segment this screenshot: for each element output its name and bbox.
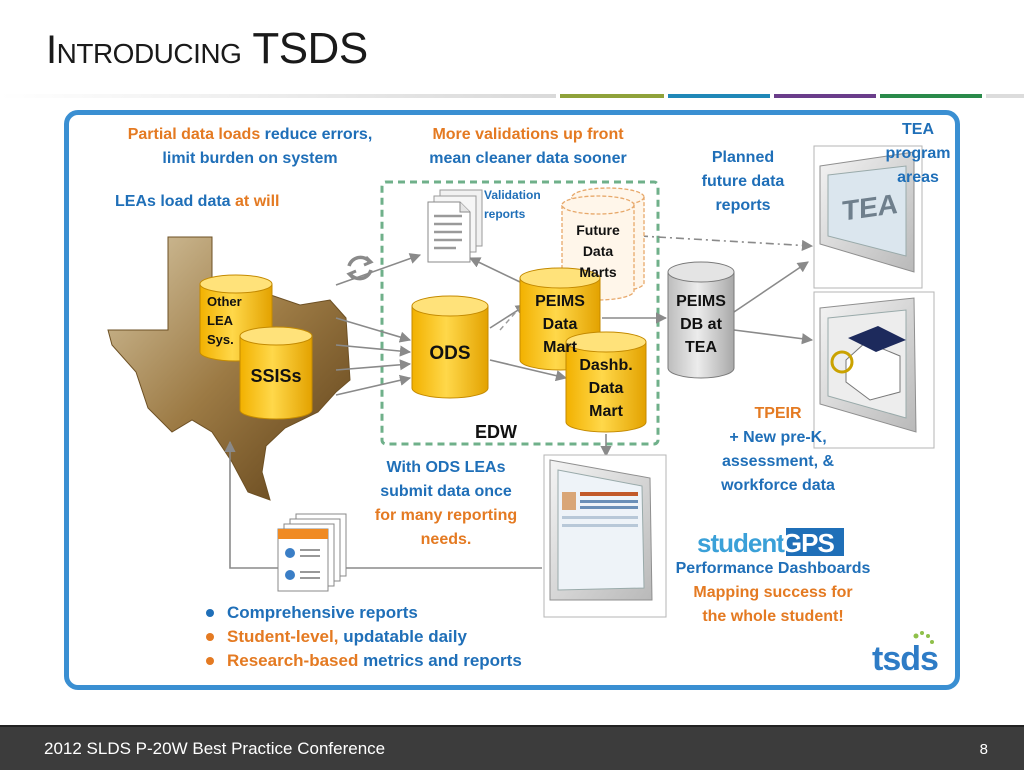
dashboards-line1: Performance Dashboards: [675, 560, 871, 577]
dashb-mart-line2: Data: [588, 380, 624, 397]
tsds-logo: tsds: [872, 640, 939, 678]
tea-programs-line2: program: [885, 145, 951, 162]
ods-note-line1: With ODS LEAs: [386, 459, 506, 476]
page-title: Introducing TSDS: [46, 24, 368, 74]
student-gps-logo: studentGPS: [697, 528, 835, 559]
refresh-icon: [346, 255, 374, 281]
bullet2-emph: Student-level,: [227, 627, 344, 646]
tpeir-note: TPEIR + New pre-K, assessment, & workfor…: [708, 402, 848, 498]
dashboards-line2: Mapping success for: [693, 584, 853, 601]
validation-label-line1: Validation: [484, 188, 541, 202]
partial-loads-tail: reduce errors,: [260, 126, 373, 143]
page-number: 8: [979, 741, 988, 758]
other-lea-line1: Other: [207, 294, 242, 309]
ods-note-line2: submit data once: [380, 483, 512, 500]
validations-line2: mean cleaner data sooner: [429, 150, 627, 167]
partial-loads-emph: Partial data loads: [127, 126, 261, 143]
tsds-logo-dots: [913, 631, 934, 644]
title-rule-gray: [0, 94, 556, 98]
ods-note: With ODS LEAs submit data once for many …: [360, 456, 532, 552]
student-reports-icon: [277, 513, 347, 592]
peims-mart-label: PEIMS Data Mart: [520, 290, 600, 359]
tea-programs-line1: TEA: [902, 121, 934, 138]
peims-mart-line3: Mart: [543, 339, 577, 356]
tpeir-line3: workforce data: [721, 477, 835, 494]
tpeir-line2: assessment, &: [721, 453, 835, 470]
dashb-mart-line1: Dashb.: [579, 357, 633, 374]
tea-screen-label: TEA: [842, 187, 898, 227]
tea-programs-line3: areas: [897, 169, 939, 186]
future-marts-label: Future Data Marts: [562, 220, 634, 283]
other-lea-label: Other LEA Sys.: [207, 292, 242, 349]
dashb-mart-line3: Mart: [589, 403, 623, 420]
title-acronym: TSDS: [252, 24, 368, 73]
planned-line2: future data: [701, 173, 785, 190]
tpeir-line1: + New pre-K,: [729, 429, 827, 446]
ods-note-line4: needs.: [420, 531, 472, 548]
peims-db-line2: DB at: [680, 316, 722, 333]
edw-label: EDW: [475, 422, 517, 442]
title-rule-blue: [668, 94, 770, 98]
bullet3-emph: Research-based: [227, 651, 359, 670]
ssiss-label: SSISs: [250, 366, 302, 386]
other-lea-line2: LEA: [207, 313, 233, 328]
validation-reports-label: Validation reports: [484, 186, 541, 224]
validations-note: More validations up front mean cleaner d…: [408, 123, 648, 171]
feature-bullets: Comprehensive reports Student-level, upd…: [206, 601, 522, 673]
future-marts-line3: Marts: [579, 264, 617, 280]
footer-text: 2012 SLDS P-20W Best Practice Conference: [44, 739, 386, 758]
leas-load-text: LEAs load data: [115, 193, 236, 210]
leas-load-emph: at will: [235, 193, 280, 210]
tpeir-monitor-icon: [813, 291, 935, 449]
bullet3-tail: metrics and reports: [358, 651, 522, 670]
peims-mart-line1: PEIMS: [535, 293, 585, 310]
bullet-student-level: Student-level, updatable daily: [206, 625, 522, 649]
bullet-research-based: Research-based metrics and reports: [206, 649, 522, 673]
dashb-mart-label: Dashb. Data Mart: [566, 354, 646, 423]
validation-reports-icon: [427, 189, 483, 263]
leas-load-note: LEAs load data at will: [115, 190, 279, 214]
tea-programs-note: TEA program areas: [880, 118, 956, 190]
planned-line3: reports: [715, 197, 771, 214]
future-marts-line1: Future: [576, 222, 620, 238]
planned-reports-note: Planned future data reports: [688, 146, 798, 218]
title-rule-darkgreen: [880, 94, 982, 98]
tpeir-title: TPEIR: [754, 405, 802, 422]
peims-db-line3: TEA: [685, 339, 717, 356]
validations-line1: More validations up front: [432, 126, 624, 143]
title-prefix: Introducing: [46, 28, 242, 72]
dashboard-monitor-icon: [543, 454, 667, 618]
partial-loads-line2: limit burden on system: [162, 150, 338, 167]
gps-badge: [786, 528, 844, 556]
student-gps-acronym: GPS: [781, 528, 835, 558]
peims-mart-line2: Data: [542, 316, 578, 333]
slide-footer: 2012 SLDS P-20W Best Practice Conference…: [0, 725, 1024, 770]
bullet-comprehensive: Comprehensive reports: [206, 601, 522, 625]
planned-line1: Planned: [711, 149, 775, 166]
bullet2-tail: updatable daily: [343, 627, 467, 646]
dashboards-line3: the whole student!: [702, 608, 844, 625]
other-lea-line3: Sys.: [207, 332, 234, 347]
peims-db-cylinder: [667, 261, 735, 379]
title-rule-light: [986, 94, 1024, 98]
dashboards-note: Performance Dashboards Mapping success f…: [668, 557, 878, 629]
ods-label: ODS: [429, 343, 471, 364]
peims-db-line1: PEIMS: [676, 293, 726, 310]
validation-label-line2: reports: [484, 207, 526, 221]
tea-monitor-icon: [813, 145, 923, 289]
title-rule-purple: [774, 94, 876, 98]
ods-cylinder: [411, 295, 489, 399]
partial-loads-note: Partial data loads reduce errors, limit …: [100, 123, 400, 171]
texas-map: [107, 236, 351, 501]
ods-note-line3: for many reporting: [374, 507, 518, 524]
title-rule-green: [560, 94, 664, 98]
student-gps-word: student: [697, 528, 785, 558]
ssiss-cylinder: [239, 326, 313, 420]
peims-db-label: PEIMS DB at TEA: [668, 290, 734, 359]
dashb-mart-cylinder: [565, 331, 647, 433]
future-marts-line2: Data: [582, 243, 614, 259]
